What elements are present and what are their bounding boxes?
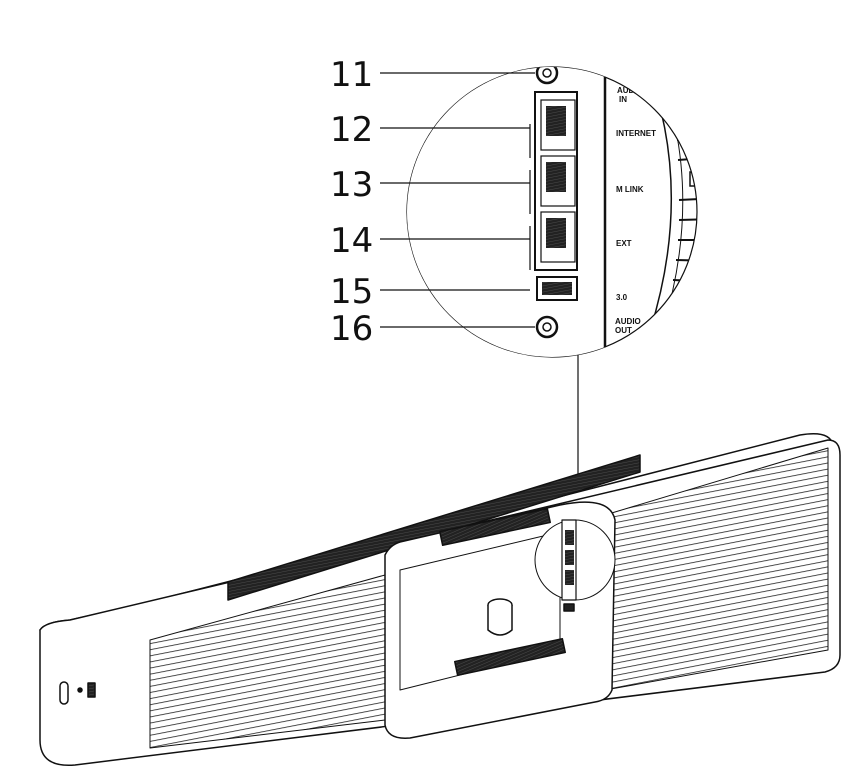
label-internet: INTERNET: [616, 129, 656, 138]
callout-12: 12: [330, 110, 373, 150]
callout-14: 14: [330, 221, 373, 261]
label-ext: EXT: [616, 239, 632, 248]
label-usb: 3.0: [616, 293, 628, 302]
label-audio-in: AUDIO: [617, 86, 643, 95]
side-usb-port: [87, 682, 96, 698]
callout-16: 16: [330, 309, 373, 349]
label-audio-out: AUDIO: [615, 317, 641, 326]
callout-13: 13: [330, 165, 373, 205]
svg-text:OUT: OUT: [615, 326, 632, 335]
svg-text:IN: IN: [619, 95, 627, 104]
mlink-port: [540, 155, 576, 207]
ext-port: [540, 211, 576, 263]
power-button: [59, 681, 69, 705]
label-mlink: M LINK: [616, 185, 644, 194]
zoom-detail: AUDIO IN INTERNET M LINK EXT 3.0 AUDIO O…: [406, 66, 698, 358]
video-bar: [39, 433, 841, 767]
callout-15: 15: [330, 272, 373, 312]
internet-port: [540, 99, 576, 151]
callout-11: 11: [330, 55, 373, 95]
